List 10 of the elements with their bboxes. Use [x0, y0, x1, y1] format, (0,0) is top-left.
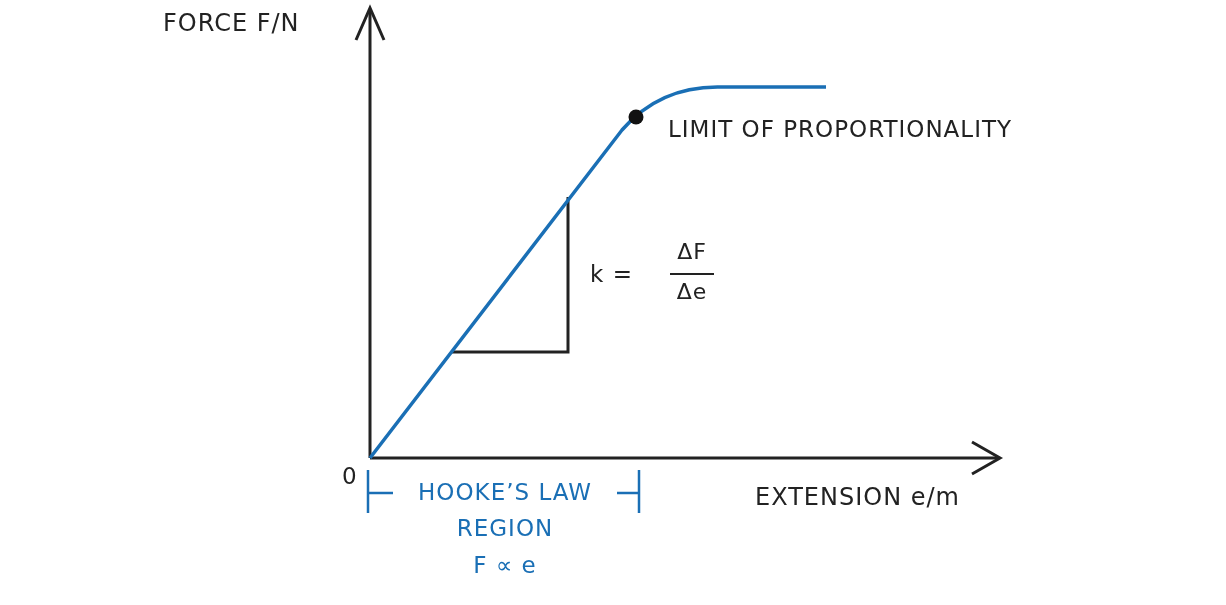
formula-text: k = — [590, 262, 633, 288]
denominator: Δe — [676, 280, 708, 305]
numerator: ΔF — [677, 240, 707, 265]
proportionality-label: F ∝ e — [473, 553, 537, 579]
annotation: LIMIT OF PROPORTIONALITY — [668, 117, 1013, 143]
axis-title: EXTENSION e/m — [755, 484, 960, 511]
region-label: REGION — [456, 516, 554, 542]
region-label: HOOKE’S LAW — [418, 480, 592, 506]
origin-label: 0 — [342, 464, 358, 490]
axis-title: FORCE F/N — [163, 10, 300, 37]
